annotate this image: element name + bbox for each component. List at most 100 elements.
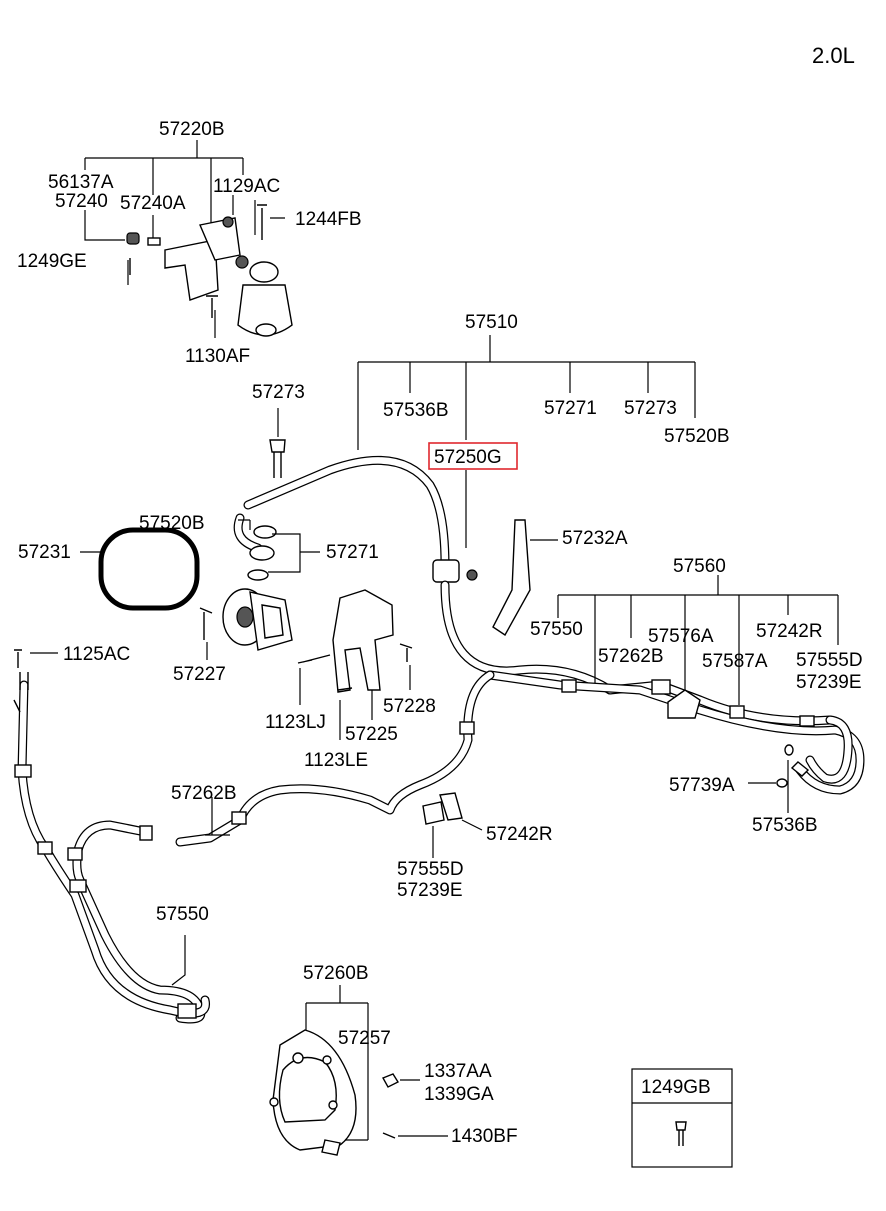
hose-band: [561, 679, 577, 693]
label-57231: 57231: [18, 542, 71, 563]
hose-clamp-e: [177, 1003, 197, 1019]
hose-clamp-g: [231, 811, 247, 825]
label-57232A: 57232A: [562, 528, 628, 549]
bolt-1430BF: [382, 1132, 396, 1139]
label-57271-top: 57271: [544, 398, 597, 419]
label-1337AA: 1337AA: [424, 1061, 492, 1082]
label-1249GB: 1249GB: [641, 1077, 711, 1098]
washer-2: [249, 545, 275, 561]
label-57220B: 57220B: [159, 119, 225, 140]
drive-belt: [98, 527, 200, 611]
bracket-57232A: [492, 519, 531, 637]
label-57510: 57510: [465, 312, 518, 333]
label-57739A: 57739A: [669, 775, 735, 796]
label-1244FB: 1244FB: [295, 209, 362, 230]
label-57550-top: 57550: [530, 619, 583, 640]
tube-clamp-57576A: [667, 689, 701, 719]
reservoir-group: [84, 140, 293, 338]
label-57536B-top: 57536B: [383, 400, 449, 421]
grommet-56137A: [126, 232, 140, 245]
label-57257: 57257: [338, 1028, 391, 1049]
label-56137A: 56137A: [48, 172, 114, 193]
hose-end: [139, 825, 153, 841]
label-57273-top: 57273: [624, 398, 677, 419]
heat-shield-group: [269, 985, 448, 1156]
label-57225: 57225: [345, 724, 398, 745]
clip-1430BF: [321, 1139, 341, 1156]
label-57520B-top: 57520B: [664, 426, 730, 447]
label-1430BF: 1430BF: [451, 1126, 518, 1147]
label-57271-left: 57271: [326, 542, 379, 563]
label-57550-low: 57550: [156, 904, 209, 925]
label-1130AF: 1130AF: [185, 346, 250, 367]
label-1125AC: 1125AC: [63, 644, 130, 665]
washer-3: [247, 569, 269, 581]
reservoir-cap: [249, 261, 279, 283]
bolt-1244FB: [257, 204, 267, 240]
highlight-box: [428, 442, 518, 470]
label-1249GE: 1249GE: [17, 251, 87, 272]
pump-bracket: [332, 589, 394, 693]
label-57273-left: 57273: [252, 382, 305, 403]
label-57227: 57227: [173, 664, 226, 685]
label-57576A: 57576A: [648, 626, 714, 647]
label-57555D-mid: 57555D: [397, 859, 464, 880]
o-ring: [784, 744, 794, 756]
tube-bracket: [651, 679, 671, 695]
pump-bracket-group: [297, 589, 413, 740]
label-1129AC: 1129AC: [213, 176, 280, 197]
label-57228: 57228: [383, 696, 436, 717]
washer-1: [253, 525, 277, 539]
hose-fitting-57250G: [432, 559, 460, 583]
label-57587A: 57587A: [702, 651, 768, 672]
return-hose-group: [13, 649, 495, 1024]
bolt-1125AC: [14, 649, 22, 668]
hose-clamp-c: [67, 847, 83, 861]
pin-57240A: [147, 237, 161, 246]
fitting-57536B: [790, 761, 810, 777]
label-57240A: 57240A: [120, 193, 186, 214]
bolt-1249GB-icon: [675, 1121, 687, 1131]
cooler-tube-group: [485, 575, 865, 813]
hose-clamp-b: [37, 841, 53, 855]
clamp-bolt: [222, 216, 234, 228]
hose-clamp-f: [459, 721, 475, 735]
heat-shield-inner: [278, 1056, 337, 1123]
grommet-57555D: [422, 801, 445, 825]
fastener-box: [631, 1068, 733, 1168]
high-pressure-hose-group: [233, 335, 696, 695]
label-1123LJ: 1123LJ: [265, 712, 326, 733]
bolt-1123LJ: [297, 654, 331, 664]
label-57239E-top: 57239E: [796, 672, 862, 693]
clip-57242R-mid: [439, 792, 463, 821]
label-57260B: 57260B: [303, 963, 369, 984]
label-1339GA: 1339GA: [424, 1084, 494, 1105]
label-57560: 57560: [673, 556, 726, 577]
label-57555D-top: 57555D: [796, 650, 863, 671]
pipe-fitting: [13, 672, 29, 713]
label-57536B-right: 57536B: [752, 815, 818, 836]
bolt-1130AF: [206, 295, 218, 318]
reservoir-outlet: [255, 323, 277, 337]
o-ring-57739A: [776, 778, 788, 788]
label-57250G[interactable]: 57250G: [434, 447, 502, 468]
banjo-bolt: [269, 439, 286, 453]
label-57242R-mid: 57242R: [486, 824, 553, 845]
label-57262B-top: 57262B: [598, 646, 664, 667]
hose-clip-small: [466, 569, 478, 581]
banjo-bolt-shank: [273, 452, 282, 478]
label-1123LE: 1123LE: [304, 750, 368, 771]
label-57240: 57240: [55, 191, 108, 212]
label-57242R-top: 57242R: [756, 621, 823, 642]
engine-size-label: 2.0L: [812, 43, 855, 68]
label-57262B-mid: 57262B: [171, 783, 237, 804]
hose-clamp-d: [69, 879, 87, 893]
label-57239E-mid: 57239E: [397, 880, 463, 901]
bolt-57227: [199, 607, 213, 640]
bolt-57228: [399, 643, 413, 662]
hose-clamp-a: [14, 764, 32, 778]
pump-group: [80, 519, 320, 660]
clip-57587A: [729, 705, 745, 719]
clip-57242R: [799, 715, 815, 727]
